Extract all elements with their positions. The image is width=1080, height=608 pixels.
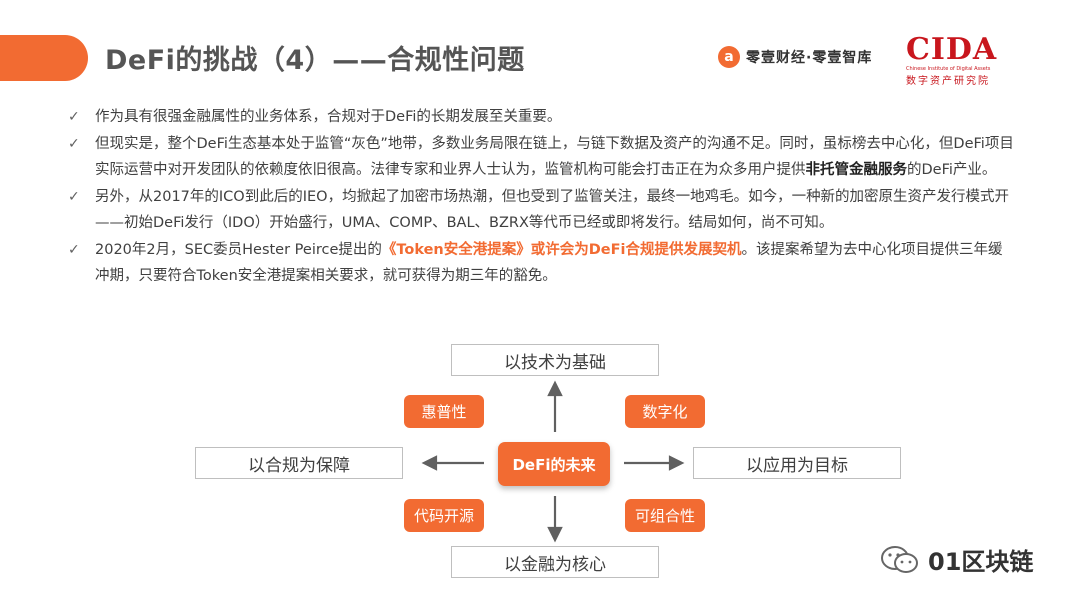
- diagram-left-box: 以合规为保障: [195, 447, 403, 479]
- bullet-bold-text: 非托管金融服务: [805, 162, 908, 178]
- checkmark-icon: ✓: [68, 188, 80, 205]
- bullet-text-after: 的DeFi产业。: [907, 162, 997, 178]
- diagram-bottom-box: 以金融为核心: [451, 546, 659, 578]
- cida-english-name: Chinese Institute of Digital Assets: [906, 66, 991, 72]
- arrow-down-head: [547, 526, 563, 543]
- bullet-item: ✓ 另外，从2017年的ICO到此后的IEO，均掀起了加密市场热潮，但也受到了监管…: [66, 184, 1016, 237]
- arrow-up-head: [547, 380, 563, 397]
- bullet-list: ✓ 作为具有很强金融属性的业务体系，合规对于DeFi的长期发展至关重要。 ✓ 但现实…: [66, 104, 1016, 290]
- arrow-left-head: [421, 455, 438, 471]
- arrow-right-head: [668, 455, 685, 471]
- diagram-top-box: 以技术为基础: [451, 344, 659, 376]
- bullet-text-after: 。该提案希望为去中心化项目提供三年缓冲期，只要符合Token安全港提案相关要求，…: [95, 241, 1003, 285]
- watermark-text: 01区块链: [928, 548, 1034, 576]
- watermark: 01区块链: [880, 542, 1033, 577]
- brand-lingyi: a 零壹财经·零壹智库: [718, 46, 872, 68]
- bullet-item: ✓ 2020年2月，SEC委员Hester Peirce提出的《Token安全港提…: [66, 237, 1016, 290]
- bullet-highlight-text: 《Token安全港提案》或许会为DeFi合规提供发展契机: [381, 241, 742, 258]
- tag-bottom-left: 代码开源: [404, 499, 484, 532]
- diagram-center: DeFi的未来: [498, 442, 610, 486]
- checkmark-icon: ✓: [68, 135, 80, 152]
- tag-top-right: 数字化: [625, 395, 705, 428]
- checkmark-icon: ✓: [68, 109, 80, 125]
- bullet-text: 作为具有很强金融属性的业务体系，合规对于DeFi的长期发展至关重要。: [95, 109, 562, 125]
- bullet-text: 另外，从2017年的ICO到此后的IEO，均掀起了加密市场热潮，但也受到了监管关…: [95, 188, 1010, 232]
- wechat-icon: [881, 545, 918, 573]
- bullet-text: 但现实是，整个DeFi生态基本处于监管“灰色”地带，多数业务局限在链上，与链下数…: [95, 135, 1014, 179]
- cida-chinese-name: 数字资产研究院: [906, 76, 990, 87]
- bullet-item: ✓ 但现实是，整个DeFi生态基本处于监管“灰色”地带，多数业务局限在链上，与链下…: [66, 131, 1016, 184]
- diagram-right-box: 以应用为目标: [693, 447, 901, 479]
- checkmark-icon: ✓: [68, 241, 80, 258]
- cida-logo: CIDA Chinese Institute of Digital Assets…: [906, 32, 998, 88]
- cida-logo-mark: CIDA: [906, 32, 998, 67]
- title-accent-tab: [0, 35, 88, 81]
- bullet-item: ✓ 作为具有很强金融属性的业务体系，合规对于DeFi的长期发展至关重要。: [66, 104, 1016, 131]
- lingyi-logo-icon: a: [718, 46, 740, 68]
- brand-text: 零壹财经·零壹智库: [746, 50, 873, 66]
- tag-top-left: 惠普性: [404, 395, 484, 428]
- page-title: DeFi的挑战（4）——合规性问题: [105, 45, 525, 76]
- bullet-text: 2020年2月，SEC委员Hester Peirce提出的: [95, 241, 382, 258]
- tag-bottom-right: 可组合性: [625, 499, 705, 532]
